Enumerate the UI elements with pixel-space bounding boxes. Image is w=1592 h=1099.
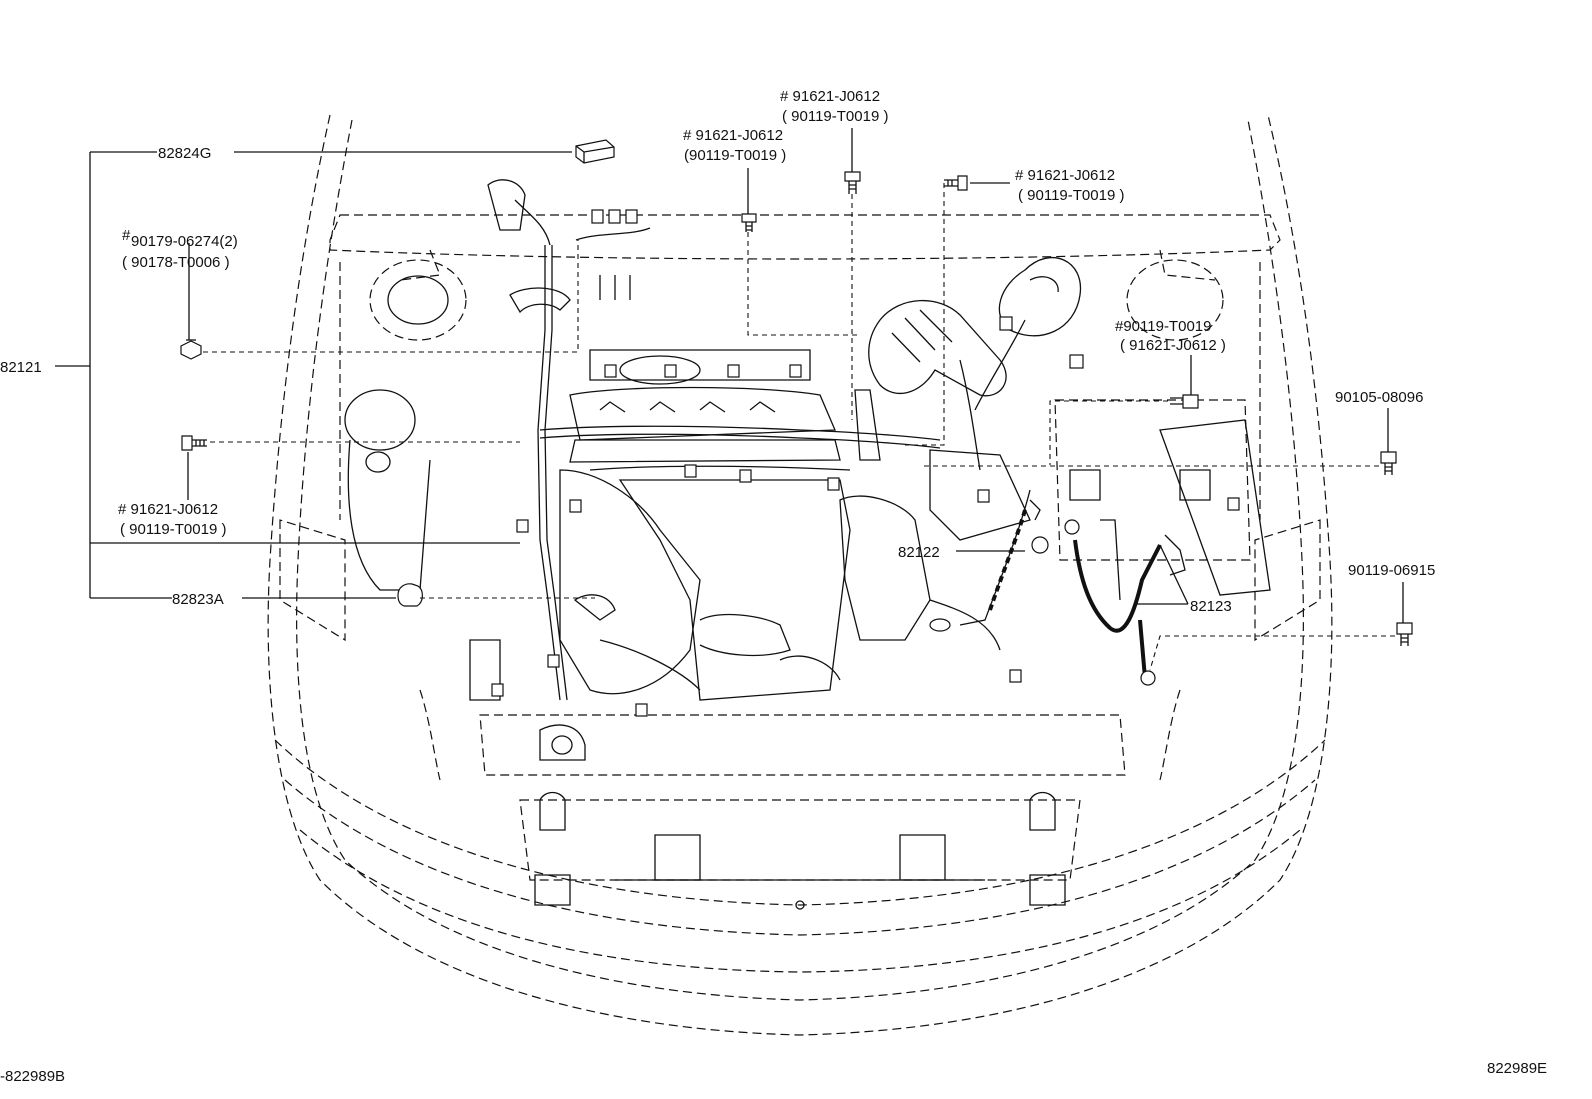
label-90119-right: #90119-T0019 bbox=[1115, 318, 1211, 335]
bolt-90119-06915 bbox=[1396, 622, 1413, 646]
label-90119-top-center: ( 90119-T0019 ) bbox=[782, 108, 888, 125]
part-labels: 82824G 82121 82823A 82122 82123 90105-08… bbox=[0, 88, 1547, 1085]
bolt-90105-08096 bbox=[1380, 451, 1397, 475]
bolt-91621-top-center bbox=[844, 171, 861, 194]
label-82823a: 82823A bbox=[172, 591, 224, 608]
part-82823a-clamp bbox=[397, 583, 423, 607]
label-82121: 82121 bbox=[0, 359, 42, 376]
brake-reservoir bbox=[344, 389, 431, 591]
air-intake-duct bbox=[854, 299, 1007, 461]
bolt-91621-left bbox=[181, 435, 207, 451]
label-90119-06915: 90119-06915 bbox=[1348, 562, 1435, 579]
label-82122: 82122 bbox=[898, 544, 940, 561]
bolt-90119-right bbox=[1170, 394, 1199, 409]
cowl-panel bbox=[329, 214, 1281, 520]
label-91621-top-left: # 91621-J0612 bbox=[683, 127, 783, 144]
leader-lines bbox=[55, 128, 1404, 671]
label-91621-top-right: # 91621-J0612 bbox=[1015, 167, 1115, 184]
label-90105-08096: 90105-08096 bbox=[1335, 389, 1423, 406]
label-90119-left: ( 90119-T0019 ) bbox=[120, 521, 226, 538]
battery bbox=[1054, 399, 1271, 596]
engine-block bbox=[559, 349, 1031, 701]
figure-code-left: -822989B bbox=[0, 1068, 65, 1085]
battery-cable-82122 bbox=[929, 489, 1049, 632]
label-91621-left: # 91621-J0612 bbox=[118, 501, 218, 518]
bolt-91621-top-right bbox=[944, 175, 968, 191]
part-82824g-block bbox=[575, 139, 615, 164]
figure-code-right: 822989E bbox=[1487, 1060, 1547, 1077]
strut-tower-left bbox=[369, 259, 467, 341]
coolant-reservoir bbox=[998, 256, 1082, 337]
wire-harness-82121 bbox=[469, 179, 1026, 701]
label-82824g: 82824G bbox=[158, 145, 211, 162]
label-90119-top-right: ( 90119-T0019 ) bbox=[1018, 187, 1124, 204]
label-82123: 82123 bbox=[1190, 598, 1232, 615]
label-91621-right: ( 91621-J0612 ) bbox=[1120, 337, 1226, 354]
label-90179-06274: 90179-06274(2) bbox=[131, 233, 238, 250]
bolt-91621-top-left bbox=[741, 213, 757, 232]
label-90119-top-left: (90119-T0019 ) bbox=[684, 147, 786, 164]
radiator-support bbox=[419, 689, 1181, 910]
strut-tower-right bbox=[1126, 259, 1224, 341]
bolt-90179-06274 bbox=[180, 339, 202, 360]
label-90178-t0006: ( 90178-T0006 ) bbox=[122, 254, 230, 271]
ground-cable-82123 bbox=[1064, 519, 1186, 686]
harness-connectors bbox=[491, 209, 1240, 717]
label-91621-top-center: # 91621-J0612 bbox=[780, 88, 880, 105]
label-90179-hash: # bbox=[122, 227, 131, 244]
vehicle-body-outline bbox=[267, 114, 1333, 1036]
